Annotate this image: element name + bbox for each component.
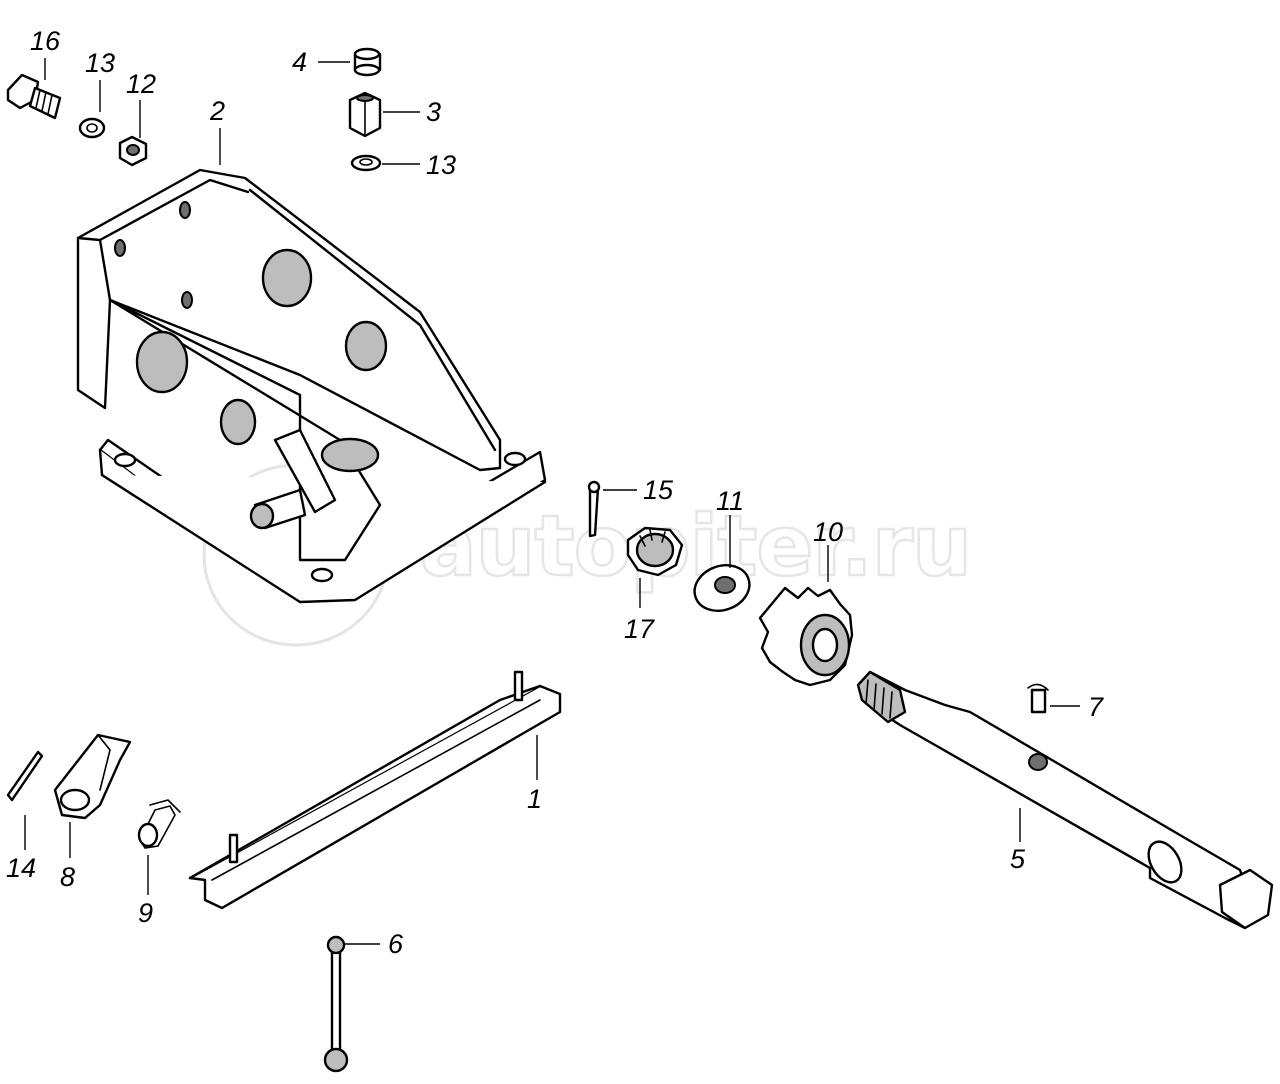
callout-6: 6 xyxy=(388,929,404,959)
callout-8: 8 xyxy=(60,862,75,892)
callout-12: 12 xyxy=(126,69,156,99)
bolt-part-16 xyxy=(6,73,62,120)
callouts: 16 13 12 2 4 3 13 15 11 10 17 7 5 1 14 8… xyxy=(6,26,1104,959)
pin-part-14 xyxy=(6,750,44,802)
nut-part-3 xyxy=(348,91,382,138)
clevis-part-8 xyxy=(53,733,132,820)
watermark-text: autopiter.ru xyxy=(420,497,971,595)
cotter-pin-part-15 xyxy=(587,480,601,538)
callout-2: 2 xyxy=(209,96,225,126)
callout-3: 3 xyxy=(426,97,441,127)
callout-17: 17 xyxy=(624,614,655,644)
shaft-part-5 xyxy=(856,670,1274,930)
callout-5: 5 xyxy=(1010,844,1026,874)
leader-lines xyxy=(24,58,1080,945)
callout-13: 13 xyxy=(85,48,115,78)
callout-14: 14 xyxy=(6,853,36,883)
callout-13-right: 13 xyxy=(426,150,456,180)
callout-4: 4 xyxy=(292,47,307,77)
washer-part-13-right xyxy=(350,154,382,172)
castle-nut-part-17 xyxy=(626,526,684,577)
callout-16: 16 xyxy=(30,26,61,56)
cap-part-4 xyxy=(353,47,382,77)
clip-part-9 xyxy=(137,799,181,849)
callout-9: 9 xyxy=(138,898,153,928)
bracket-part-2 xyxy=(76,168,547,604)
callout-1: 1 xyxy=(527,784,542,814)
washer-part-11 xyxy=(693,564,751,612)
callout-7: 7 xyxy=(1088,692,1104,722)
rod-part-6 xyxy=(323,935,349,1073)
callout-10: 10 xyxy=(813,517,843,547)
channel-part-1 xyxy=(188,670,562,910)
callout-15: 15 xyxy=(643,475,674,505)
gear-part-10 xyxy=(758,586,854,687)
washer-part-13 xyxy=(78,117,106,139)
watermark: autopiter.ru xyxy=(202,463,973,647)
callout-11: 11 xyxy=(716,486,744,516)
nut-part-12 xyxy=(118,135,148,167)
sleeve-part-7 xyxy=(1027,683,1049,714)
